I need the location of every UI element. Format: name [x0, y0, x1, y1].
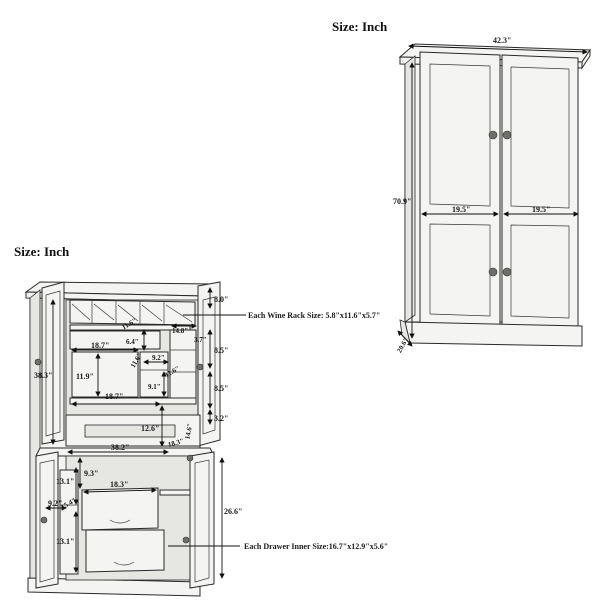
right-compartment — [169, 329, 197, 401]
dim-cubby-height: 11.9" — [76, 372, 94, 381]
dim-right-door-h3: 3.2" — [214, 414, 228, 423]
closed-right-door-width: 19.5" — [532, 205, 550, 214]
closed-plinth — [404, 321, 583, 347]
dim-upper-shelf-w: 18.7" — [91, 341, 109, 350]
open-cabinet-illustration: Size: Inch — [14, 244, 388, 597]
closed-height-label: 70.9" — [393, 197, 411, 206]
dim-small-shelf-h: 9.1" — [148, 383, 161, 391]
lower-right-door — [189, 451, 215, 589]
upper-right-knob — [196, 363, 204, 371]
drawer-callout: Each Drawer Inner Size:16.7"x12.9"x5.6" — [244, 542, 388, 551]
dim-small-shelf-w: 9.2" — [152, 354, 165, 362]
closed-width-label: 42.3" — [493, 36, 511, 45]
open-plinth — [27, 577, 201, 597]
dim-counter-gap: 12.6" — [141, 424, 159, 433]
drawer-lower — [85, 529, 165, 573]
dim-right-door-h2: 8.5" — [214, 384, 228, 393]
closed-body-side — [404, 55, 416, 323]
open-size-label: Size: Inch — [14, 244, 70, 259]
dim-drawer-w: 18.3" — [110, 480, 128, 489]
dim-left-lower-h: 13.1" — [56, 537, 74, 546]
stemware-area — [69, 330, 161, 350]
closed-left-door-width: 19.5" — [452, 205, 470, 214]
wine-rack-callout: Each Wine Rack Size: 5.8"x11.6"x5.7" — [248, 311, 380, 320]
closed-right-door — [501, 54, 579, 331]
closed-knob-upper-right — [502, 130, 512, 140]
dim-side-depth: 14.6" — [184, 423, 195, 440]
dim-right-door-h1: 8.5" — [214, 346, 228, 355]
dim-door-shelf-w: 3.7" — [194, 336, 207, 344]
drawer-upper — [81, 487, 159, 531]
dim-upper-height: 38.3" — [34, 371, 52, 380]
closed-left-door — [419, 51, 501, 329]
dim-wine-rack-depth: 14.8" — [172, 327, 188, 335]
closed-knob-upper-left — [488, 130, 498, 140]
dim-right-lower-h: 26.6" — [224, 507, 242, 516]
dim-top-gap: 8.0" — [214, 295, 228, 304]
dim-drawer-top-h: 9.3" — [84, 469, 98, 478]
dim-left-upper-h: 13.1" — [56, 477, 74, 486]
closed-knob-lower-right — [502, 267, 512, 277]
dim-lower-shelf-w: 18.7" — [105, 392, 123, 401]
closed-cabinet-illustration: Size: Inch 42.3" 70.9" 19 — [332, 19, 591, 354]
dim-counter-width: 38.2" — [111, 443, 129, 452]
upper-cubby — [71, 351, 139, 398]
dim-wine-rack-h: 6.4" — [126, 338, 139, 346]
closed-knob-lower-left — [488, 267, 498, 277]
lower-upper-shelf — [69, 397, 197, 405]
dim-lower-left-w: 9.2" — [48, 499, 62, 508]
dim-counter-depth: 18.3" — [167, 437, 185, 449]
closed-size-label: Size: Inch — [332, 19, 388, 34]
